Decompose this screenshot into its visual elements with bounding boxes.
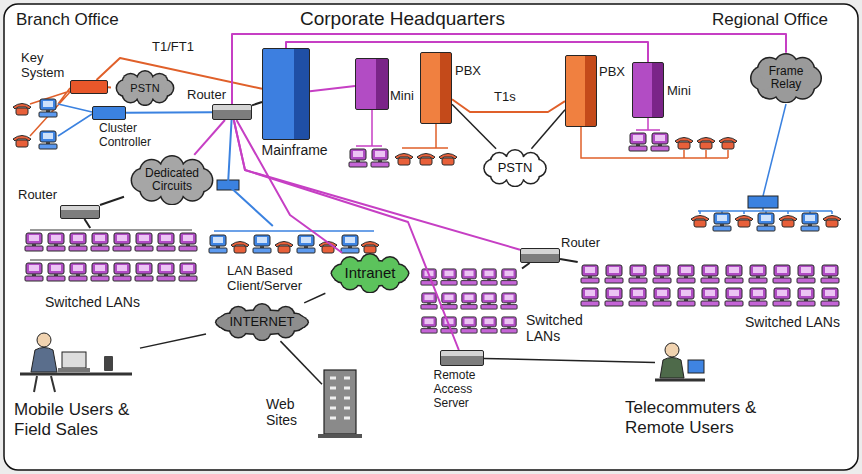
mobile-user-figure <box>20 333 132 392</box>
pstn-cloud: PSTN <box>478 149 552 187</box>
device-label: Mainframe <box>262 142 342 158</box>
cloud-shape <box>750 53 822 103</box>
device-label: Router <box>187 88 227 103</box>
remote-user-group: Telecommuters & Remote Users <box>655 338 703 388</box>
pbx-box: PBX <box>565 55 597 127</box>
connector <box>100 197 124 205</box>
device-label: Web Sites <box>266 396 318 428</box>
connector <box>484 359 655 363</box>
switched-lan-group: Switched LANs <box>418 266 522 346</box>
web-server-building <box>318 370 362 438</box>
device-label: Router <box>561 236 605 251</box>
cloud-label: PSTN <box>128 82 162 94</box>
cloud-shape <box>331 253 410 294</box>
cloud-label: Dedicated Circuits <box>141 167 203 193</box>
connector <box>84 219 90 228</box>
device-label: PBX <box>599 65 631 80</box>
regional-switch <box>691 104 841 231</box>
pstn-cloud: PSTN <box>111 70 179 106</box>
cloud-shape <box>215 303 309 341</box>
device-label: PBX <box>455 64 489 79</box>
connector <box>310 86 355 91</box>
device-label: Switched LANs <box>526 312 598 344</box>
telecommuter-figure <box>655 343 705 380</box>
connector-group <box>84 34 786 384</box>
internet-cloud: INTERNET <box>206 303 318 341</box>
device-label: Telecommuters & Remote Users <box>625 398 815 437</box>
web-server-group: Web Sites <box>322 368 358 438</box>
connector <box>126 111 212 114</box>
device-label: Switched LANs <box>745 314 855 330</box>
cloud-label: INTERNET <box>223 315 301 329</box>
connector <box>531 110 565 149</box>
regional-terminals <box>581 118 737 158</box>
router-box: Router <box>60 205 100 219</box>
section-heading: Regional Office <box>712 10 828 30</box>
cloud-label: Frame Relay <box>764 65 808 91</box>
cloud-shape <box>116 70 175 106</box>
frame-relay-cloud: Frame Relay <box>747 53 825 103</box>
intranet-cloud: Intranet <box>323 253 417 294</box>
mainframe-box: Mainframe <box>262 48 310 140</box>
connector <box>452 104 496 149</box>
section-heading: Corporate Headquarters <box>300 8 505 30</box>
cloud-shape <box>131 155 214 205</box>
minicomputer-box: Mini <box>632 62 664 118</box>
pbx-box: PBX <box>420 52 452 124</box>
device-label: Key System <box>21 51 71 81</box>
cluster-controller-box: Cluster Controller <box>92 106 126 120</box>
connector <box>140 334 206 348</box>
page-frame <box>4 4 858 470</box>
connector <box>522 263 530 268</box>
edge-label: T1/FT1 <box>150 40 196 55</box>
device-label: Switched LANs <box>45 294 165 310</box>
client-server-desks <box>209 231 379 253</box>
minicomputer-box: Mini <box>355 58 389 110</box>
connector <box>108 86 111 88</box>
dedicated-circuits-cloud: Dedicated Circuits <box>124 155 220 205</box>
connector <box>280 341 322 384</box>
branch-lan-computers <box>25 230 197 281</box>
device-label: Mini <box>390 89 420 104</box>
mobile-user-group: Mobile Users & Field Sales <box>20 328 140 394</box>
key-system-box: Key System <box>70 80 108 94</box>
remote-access-server-box: Remote Access Server <box>440 350 484 366</box>
device-label: Mini <box>667 84 697 99</box>
device-label: LAN Based Client/Server <box>227 264 319 294</box>
connector <box>304 293 325 303</box>
section-heading: Branch Office <box>16 10 119 30</box>
switched-lan-group: Switched LANs <box>575 262 847 308</box>
device-label: Mobile Users & Field Sales <box>14 400 154 439</box>
edge-label: T1s <box>492 90 518 105</box>
regional-lan-computers <box>581 265 839 306</box>
device-label: Router <box>18 188 60 203</box>
device-label: Cluster Controller <box>99 122 171 150</box>
router-box: Router <box>520 248 560 263</box>
cloud-label: PSTN <box>495 161 535 175</box>
connector <box>560 259 578 262</box>
connector <box>194 120 225 155</box>
cloud-label: Intranet <box>340 265 400 282</box>
cloud-shape <box>483 149 547 187</box>
device-label: Remote Access Server <box>434 369 496 410</box>
hq-lan-computers <box>421 269 517 333</box>
router-box: Router <box>212 104 252 120</box>
connector <box>252 102 262 105</box>
key-system-terminals <box>13 88 92 149</box>
connector <box>232 34 786 104</box>
switched-lan-group: Switched LANs <box>20 228 200 290</box>
